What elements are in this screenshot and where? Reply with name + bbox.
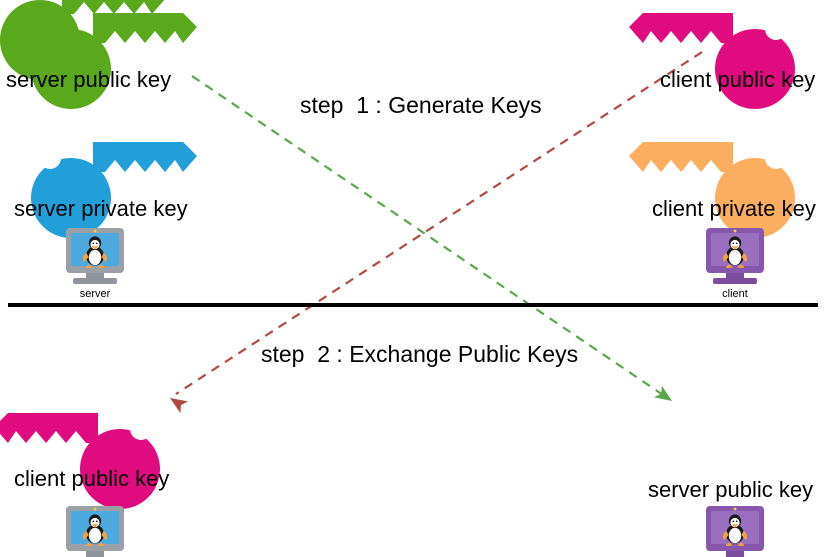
step-2-label: step 2 : Exchange Public Keys [261,341,579,367]
label-client-public-key: client public key [660,67,816,92]
tux-penguin-icon [722,514,748,546]
label-server-host: server [79,288,111,300]
client-public-key-hole [765,18,787,40]
server-private-key-hole [39,147,61,169]
label-client-private-key: client private key [652,196,816,221]
received-client-public-key-hole [130,418,152,440]
dashed-line-red [175,51,703,395]
server-monitor-icon-bottom [66,506,124,557]
tux-penguin-icon [82,514,108,546]
tux-penguin-icon [722,236,748,268]
label-received-server-public-key: server public key [648,477,814,502]
label-client-host: client [722,288,748,300]
client-monitor-icon-bottom [706,506,764,557]
label-server-private-key: server private key [14,196,188,221]
step-1-label: step 1 : Generate Keys [300,92,542,118]
received-server-public-key-hole [679,428,701,450]
client-monitor-icon [706,228,764,284]
label-server-public-key: server public key [6,67,172,92]
label-received-client-public-key: client public key [14,466,170,491]
tux-penguin-icon [82,236,108,268]
arrowhead-green-icon [653,385,676,407]
arrow-client-public-key-to-server [166,51,703,414]
arrowhead-red-icon [166,392,189,414]
server-monitor-icon [66,228,124,284]
client-private-key-hole [765,147,787,169]
